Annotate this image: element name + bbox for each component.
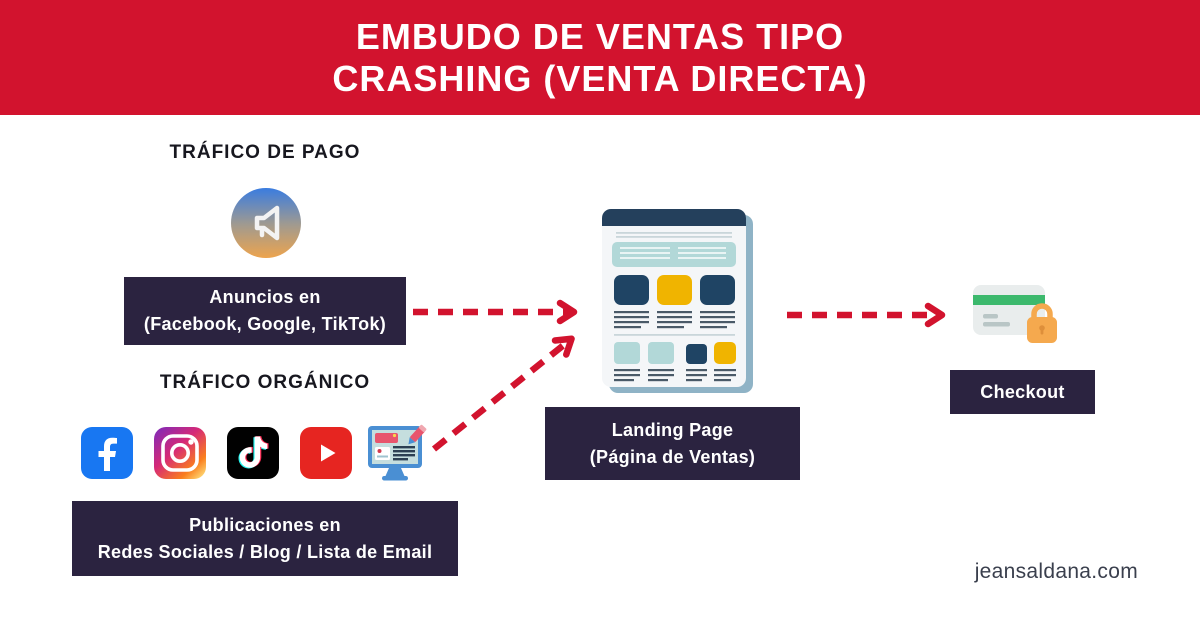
tiktok-icon bbox=[227, 427, 279, 479]
facebook-icon bbox=[81, 427, 133, 479]
landing-box-line1: Landing Page bbox=[611, 419, 734, 440]
organic-traffic-box: Publicaciones en Redes Sociales / Blog /… bbox=[72, 501, 458, 576]
paid-traffic-heading: TRÁFICO DE PAGO bbox=[169, 142, 361, 163]
paid-box-line1: Anuncios en bbox=[209, 287, 321, 307]
instagram-icon bbox=[154, 427, 206, 479]
paid-traffic-box: Anuncios en (Facebook, Google, TikTok) bbox=[124, 277, 406, 345]
page-title-line2: CRASHING (VENTA DIRECTA) bbox=[332, 57, 868, 99]
social-icons-row bbox=[81, 427, 441, 479]
organic-box-line1: Publicaciones en bbox=[189, 514, 341, 535]
website-credit: jeansaldana.com bbox=[974, 560, 1138, 583]
organic-box-line2: Redes Sociales / Blog / Lista de Email bbox=[97, 541, 433, 562]
title-banner: EMBUDO DE VENTAS TIPO CRASHING (VENTA DI… bbox=[0, 0, 1200, 115]
landing-page-box: Landing Page (Página de Ventas) bbox=[545, 407, 800, 480]
organic-traffic-heading: TRÁFICO ORGÁNICO bbox=[159, 372, 371, 393]
landing-box-line2: (Página de Ventas) bbox=[589, 446, 756, 467]
checkout-box-label: Checkout bbox=[980, 381, 1065, 402]
checkout-box: Checkout bbox=[950, 370, 1095, 414]
landing-page-illustration bbox=[602, 209, 753, 393]
paid-box-line2: (Facebook, Google, TikTok) bbox=[143, 314, 387, 334]
megaphone-icon bbox=[231, 188, 301, 258]
blog-computer-icon bbox=[368, 424, 427, 481]
credit-card-lock-icon bbox=[973, 285, 1057, 343]
pencil-glyph bbox=[408, 424, 427, 445]
page-title-line1: EMBUDO DE VENTAS TIPO bbox=[355, 15, 845, 57]
youtube-icon bbox=[300, 427, 352, 479]
